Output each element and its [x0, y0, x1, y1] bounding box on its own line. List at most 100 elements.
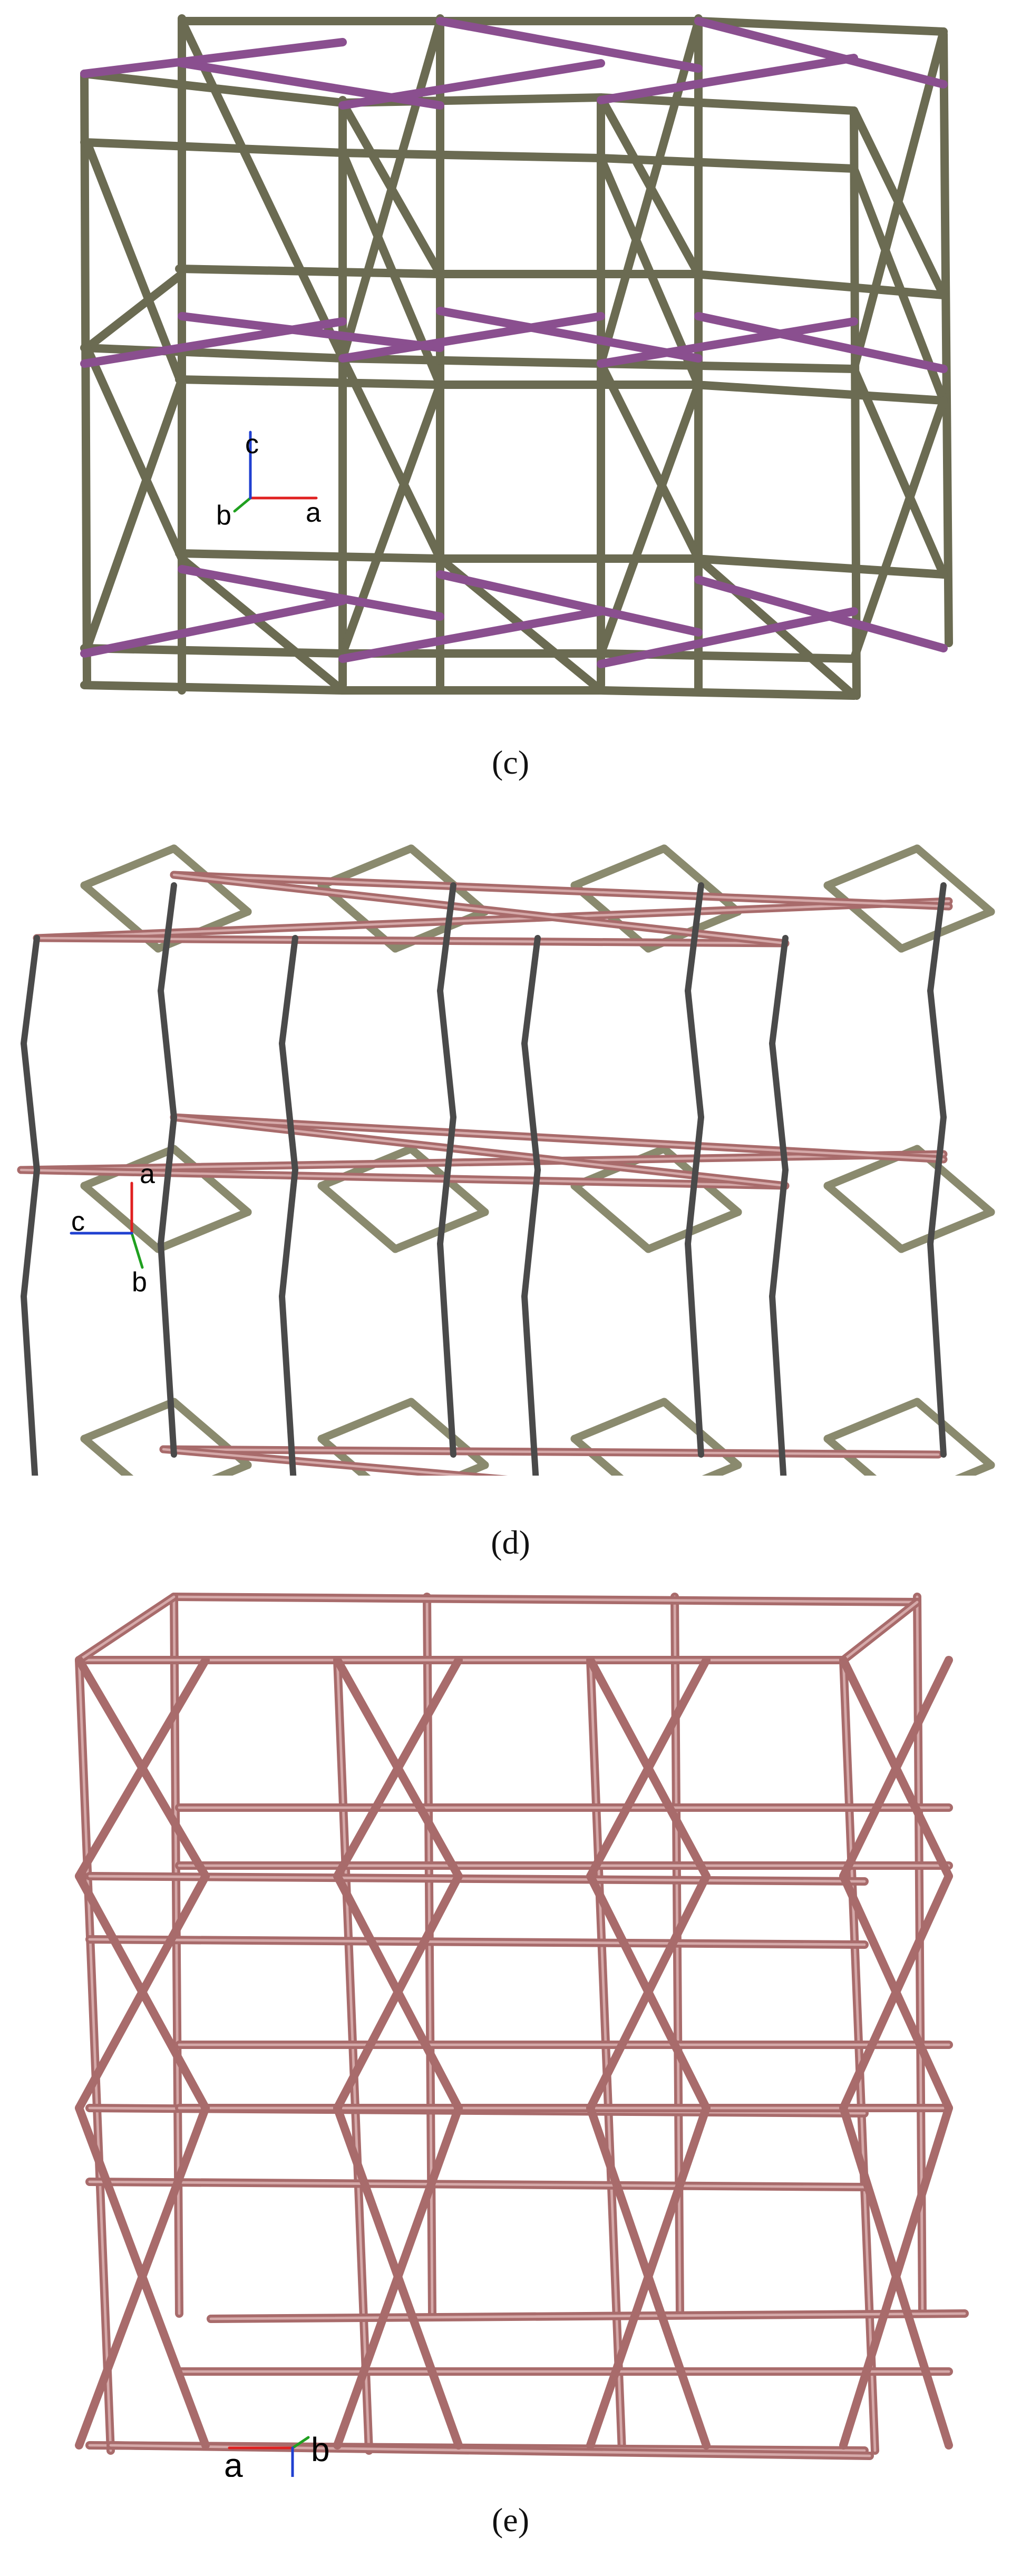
framework-rod [644, 1208, 742, 1253]
framework-rod [436, 17, 703, 73]
framework-rod [279, 1167, 298, 1300]
framework-rod [692, 270, 948, 299]
panel-c-caption: (c) [491, 744, 530, 781]
axis-label-a: a [224, 2446, 243, 2477]
framework-rod [521, 935, 541, 1047]
framework-rod [437, 882, 456, 994]
framework-rod [955, 1461, 995, 1476]
framework-rod [685, 882, 704, 994]
framework-rod [80, 38, 347, 78]
framework-rod [175, 375, 442, 389]
framework-rod [175, 265, 442, 278]
framework-rod-highlight [88, 1875, 866, 1883]
framework-rod [333, 1656, 463, 1880]
framework-rod-highlight [88, 1938, 866, 1946]
framework-rod [570, 1435, 624, 1476]
framework-rod-highlight [35, 900, 950, 940]
framework-rod [897, 908, 995, 953]
axis-b-line [291, 2436, 310, 2450]
framework-rod [597, 359, 858, 373]
framework-rod [597, 154, 858, 173]
axis-label-c: c [71, 1206, 85, 1237]
framework-rod [178, 554, 347, 695]
framework-rod [927, 988, 947, 1120]
framework-rod [927, 1241, 947, 1458]
framework-rod [449, 1461, 489, 1476]
framework-rod [436, 570, 703, 637]
framework-rod [279, 935, 298, 1047]
framework-rod [839, 1656, 953, 1880]
framework-rod [597, 607, 858, 668]
framework-rod [80, 844, 178, 890]
framework-rod [317, 1182, 400, 1253]
framework-rod [597, 93, 858, 115]
framework-rod [769, 1167, 789, 1300]
framework-rod [685, 1241, 704, 1458]
framework-rod-highlight [35, 936, 787, 945]
axis-label-c: c [245, 429, 259, 460]
framework-rod [21, 1040, 40, 1173]
framework-rod-highlight [172, 873, 950, 908]
framework-rod [927, 1114, 947, 1247]
framework-rod [80, 1398, 178, 1443]
framework-rod [839, 2104, 953, 2450]
framework-rod [823, 881, 906, 953]
panel-d-caption: (d) [491, 1524, 530, 1561]
framework-rod-highlight [172, 873, 787, 945]
axis-b-line [233, 496, 252, 513]
framework-rod [21, 1293, 38, 1476]
framework-rod [692, 380, 948, 405]
framework-rod [823, 844, 921, 890]
framework-rod [211, 1461, 252, 1476]
framework-rod [279, 1040, 298, 1173]
framework-rod [158, 1241, 177, 1458]
framework-rod [178, 17, 347, 363]
framework-rod [80, 597, 347, 658]
framework-rod [80, 317, 347, 368]
axis-label-b: b [132, 1267, 147, 1297]
framework-rod [694, 17, 948, 89]
framework-rod [83, 138, 186, 389]
framework-rod [21, 1167, 40, 1300]
framework-rod [338, 312, 605, 363]
framework-rod [338, 354, 444, 563]
framework-rod [586, 1656, 711, 1880]
framework-rod [570, 1398, 668, 1443]
axis-label-b: b [311, 2431, 330, 2468]
framework-rod [80, 344, 347, 363]
framework-rod [692, 554, 948, 579]
framework-rod-highlight [209, 2312, 966, 2320]
framework-rod [850, 106, 861, 700]
framework-rod [597, 359, 703, 563]
framework-rod [913, 1398, 995, 1469]
framework-rod-highlight [842, 1601, 919, 1662]
axis-label-a: a [306, 497, 321, 528]
framework-rod-highlight [20, 1168, 787, 1187]
framework-diagram-e: abc [75, 1593, 969, 2477]
framework-rod [437, 1241, 456, 1458]
framework-rod [158, 988, 177, 1120]
framework-rod [75, 2104, 210, 2450]
framework-rod [279, 1293, 297, 1476]
framework-rod [570, 844, 668, 890]
panel-d: a b c (d) [0, 791, 1021, 1581]
framework-rod [338, 99, 444, 278]
framework-rod-highlight [20, 1153, 945, 1172]
framework-rod [338, 354, 605, 368]
framework-rod [338, 607, 605, 663]
framework-rod [80, 1182, 162, 1253]
framework-rod [317, 1398, 415, 1443]
framework-rod [586, 1872, 711, 2112]
framework-rod [850, 365, 948, 579]
framework-rod-highlight [88, 2180, 866, 2189]
framework-rod [83, 344, 186, 563]
panel-e: abc (e) [0, 1581, 1021, 2576]
axis-label-a: a [140, 1159, 155, 1189]
framework-rod [897, 1208, 995, 1253]
framework-rod [597, 686, 858, 700]
framework-rod [338, 59, 605, 110]
framework-rod [75, 1656, 210, 1880]
framework-rod [521, 1293, 539, 1476]
framework-rod [407, 844, 489, 916]
framework-rod [338, 380, 444, 658]
